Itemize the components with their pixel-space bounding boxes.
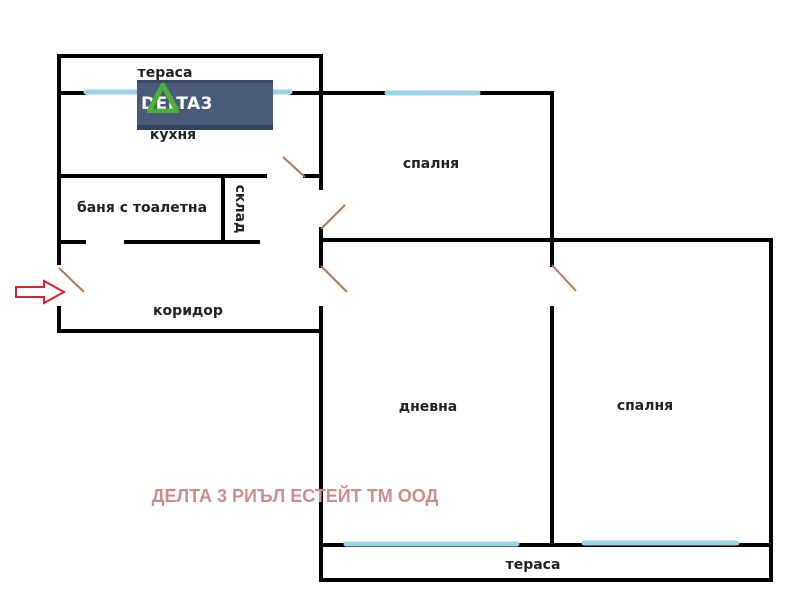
room-label-corridor: коридор [153, 303, 223, 319]
room-label-kitchen: кухня [150, 127, 196, 143]
room-label-bathroom: баня с тоалетна [77, 200, 207, 216]
door-kitchen [282, 156, 306, 178]
watermark-text: ДЕЛТА 3 РИЪЛ ЕСТЕЙТ ТМ ООД [152, 485, 439, 506]
doors [58, 156, 577, 293]
room-label-storage: склад [232, 185, 248, 234]
door-entrance [58, 267, 85, 293]
delta3-logo: DELTA3 [137, 80, 273, 130]
room-label-living-room: дневна [399, 399, 457, 415]
windows [83, 89, 740, 547]
entrance-arrow-icon [15, 279, 67, 305]
walls [57, 54, 773, 582]
room-label-terrace-top: тераса [138, 65, 193, 81]
door-bedroom-2 [551, 264, 577, 292]
room-label-bedroom-1: спалня [403, 156, 459, 172]
room-label-terrace-bottom: тераса [506, 557, 561, 573]
triangle-logo-icon [147, 83, 179, 113]
room-label-bedroom-2: спалня [617, 398, 673, 414]
door-living-room [320, 265, 348, 293]
door-bedroom-1 [320, 204, 346, 230]
